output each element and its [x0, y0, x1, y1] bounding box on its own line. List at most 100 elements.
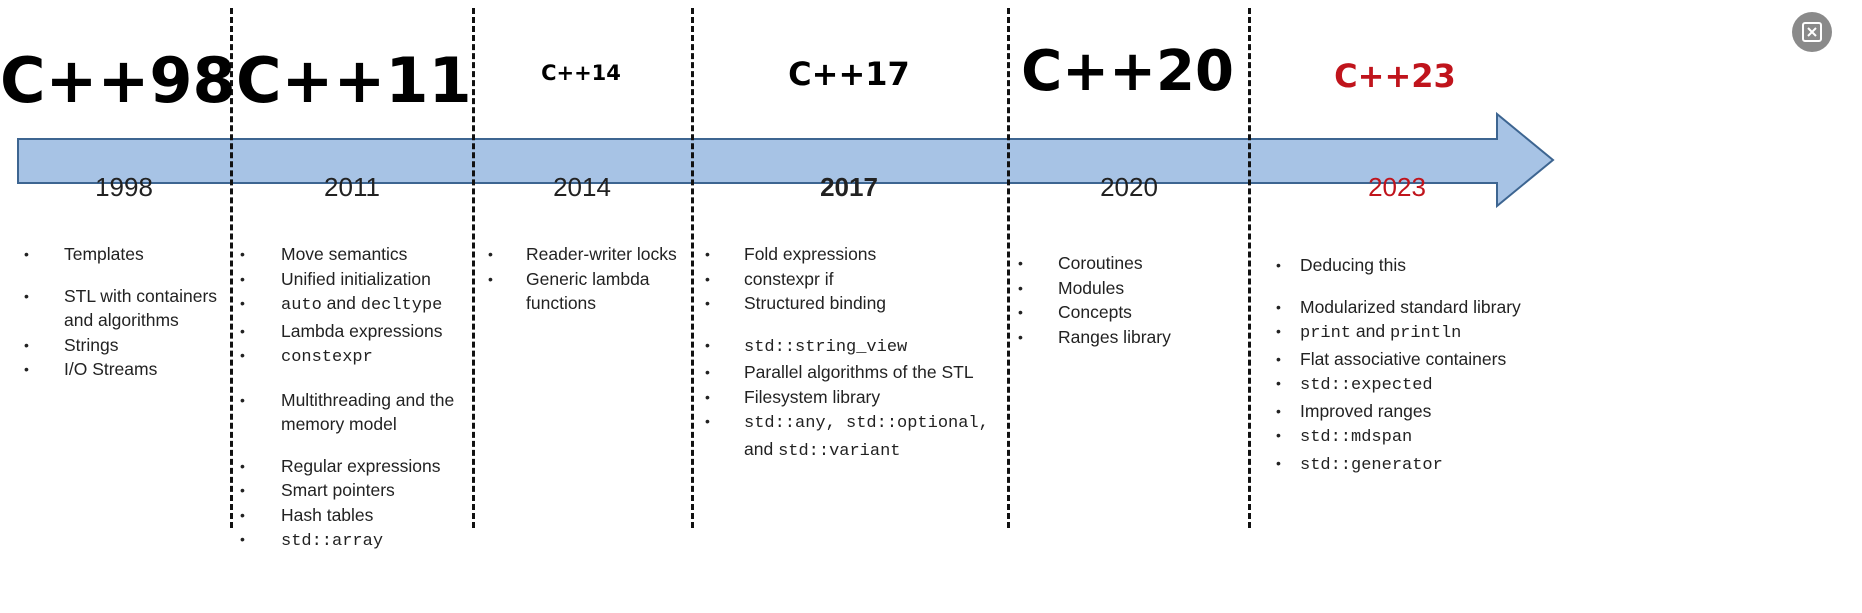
feature-item: •Modularized standard library [1276, 295, 1521, 320]
feature-item: functions [488, 291, 677, 316]
feature-text: Ranges library [1058, 326, 1171, 347]
bullet-icon: • [705, 336, 710, 353]
bullet-icon: • [705, 388, 710, 405]
era-title: C++11 [236, 44, 472, 117]
feature-item: • Coroutines [1018, 251, 1171, 276]
era-year: 2011 [324, 172, 380, 202]
bullet-icon: • [1276, 257, 1281, 273]
feature-item: •std::mdspan [1276, 423, 1521, 451]
feature-text: Lambda expressions [281, 320, 443, 341]
bullet-icon: • [1018, 255, 1023, 271]
feature-text: STL with containers [64, 285, 218, 306]
feature-item: •Templates [24, 242, 217, 267]
feature-text: Multithreading and the [281, 389, 455, 410]
feature-item: •Unified initialization [240, 267, 454, 292]
bullet-icon: • [240, 322, 245, 339]
feature-code: std::array [281, 532, 384, 551]
feature-text: Generic lambda [526, 268, 650, 289]
feature-text: Fold expressions [744, 244, 877, 264]
feature-code: auto [281, 296, 322, 315]
feature-text: Strings [64, 334, 119, 355]
feature-text: Concepts [1058, 302, 1132, 322]
expand-button[interactable] [1792, 12, 1832, 52]
feature-text: functions [526, 293, 597, 313]
era-divider [1007, 8, 1010, 528]
feature-text: Filesystem library [744, 386, 881, 407]
feature-item: •Concepts [1018, 300, 1171, 325]
era-year: 2017 [820, 172, 878, 202]
feature-text: Modules [1058, 277, 1125, 298]
feature-item: • Fold expressions [705, 242, 989, 267]
feature-item: • Structured binding [705, 291, 989, 316]
feature-item: •STL with containers [24, 284, 217, 309]
feature-item: • Parallel algorithms of the STL [705, 360, 989, 385]
bullet-icon: • [1018, 279, 1023, 296]
era-divider [472, 8, 475, 528]
era-year: 2014 [553, 172, 611, 202]
era-divider [230, 8, 233, 528]
feature-code: println [1389, 324, 1462, 343]
feature-text: Templates [64, 244, 144, 264]
feature-code: std::variant [778, 441, 901, 461]
feature-list: • Deducing this •Modularized standard libr… [1276, 253, 1521, 478]
feature-text: and [744, 438, 779, 459]
feature-item: •Flat associative containers [1276, 347, 1521, 372]
bullet-icon: • [488, 270, 493, 287]
bullet-icon: • [705, 270, 710, 287]
era-divider [1248, 8, 1251, 528]
feature-item: •I/O Streams [24, 357, 217, 382]
feature-item: •Regular expressions [240, 454, 454, 479]
feature-text: Coroutines [1058, 253, 1143, 273]
bullet-icon: • [488, 246, 493, 262]
feature-item: • std::array [240, 527, 454, 555]
feature-text: Deducing this [1300, 255, 1407, 275]
bullet-icon: • [1276, 298, 1281, 315]
feature-text: Move semantics [281, 244, 408, 264]
feature-code: std::generator [1300, 455, 1443, 475]
bullet-icon: • [705, 246, 710, 262]
feature-text: Structured binding [744, 293, 887, 313]
feature-text: Improved ranges [1300, 400, 1432, 421]
bullet-icon: • [240, 531, 245, 547]
feature-item: memory model [240, 412, 454, 437]
feature-text: and algorithms [64, 310, 179, 330]
bullet-icon: • [705, 295, 710, 311]
feature-text: and [321, 293, 361, 313]
feature-item: •std::string_view [705, 333, 989, 361]
feature-item: • Modules [1018, 276, 1171, 301]
feature-item: • Reader-writer locks [488, 242, 677, 267]
feature-code: constexpr [281, 348, 373, 367]
bullet-icon: • [240, 457, 245, 474]
era-title: C++23 [1334, 57, 1456, 95]
feature-text: constexpr if [744, 268, 834, 289]
era-year: 2023 [1368, 172, 1426, 202]
expand-icon [1802, 22, 1822, 42]
feature-text: Reader-writer locks [526, 244, 677, 264]
feature-code: std::expected [1300, 376, 1433, 395]
feature-item: •auto and decltype [240, 291, 454, 319]
bullet-icon: • [1276, 427, 1281, 443]
bullet-icon: • [1276, 454, 1281, 471]
feature-text: memory model [281, 414, 397, 434]
bullet-icon: • [1276, 323, 1281, 339]
feature-text: Hash tables [281, 504, 374, 525]
feature-item: • Deducing this [1276, 253, 1521, 278]
bullet-icon: • [1276, 402, 1281, 419]
bullet-icon: • [705, 364, 710, 380]
feature-code: print [1300, 324, 1352, 343]
bullet-icon: • [1276, 350, 1281, 367]
bullet-icon: • [240, 295, 245, 311]
feature-list: • Move semantics •Unified initialization • a… [240, 242, 454, 555]
feature-code: std::any, std::optional, [744, 414, 989, 433]
bullet-icon: • [240, 347, 245, 363]
feature-text: Parallel algorithms of the STL [744, 362, 974, 382]
bullet-icon: • [240, 391, 245, 408]
feature-item: • Filesystem library [705, 385, 989, 410]
bullet-icon: • [705, 413, 710, 429]
feature-item: • std::generator [1276, 451, 1521, 479]
feature-item: and std::variant [705, 437, 989, 465]
feature-list: • Fold expressions • constexpr if • Structure… [705, 242, 989, 464]
era-year: 2020 [1100, 172, 1158, 202]
